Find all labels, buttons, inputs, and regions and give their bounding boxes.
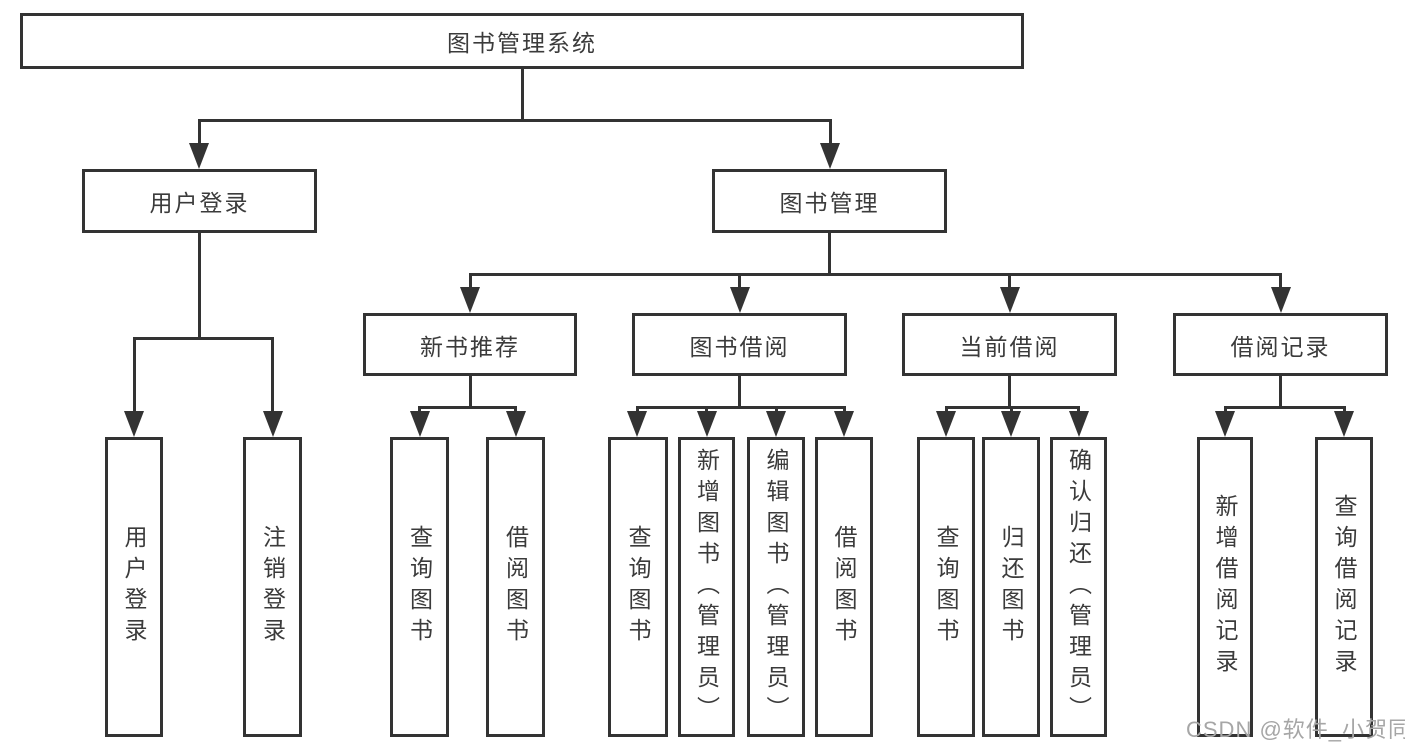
arrow-down-user-login-icon: [189, 143, 209, 169]
leaf-label: 查询图书: [406, 525, 433, 649]
leaf-label: 编辑图书（管理员）: [763, 447, 789, 727]
leaf-label: 查询图书: [933, 525, 959, 649]
leaf-label: 借阅图书: [831, 525, 857, 649]
leaf-label: 注销登录: [259, 525, 286, 649]
node-book-borrowing: 图书借阅: [632, 313, 847, 376]
node-label: 新书推荐: [420, 333, 520, 360]
node-current-borrowing: 当前借阅: [902, 313, 1117, 376]
stem-borrowing-records: [1279, 273, 1282, 289]
arrow-down-leaf-add-books-admin-icon: [696, 411, 717, 437]
arrow-down-leaf-logout-icon: [262, 411, 283, 437]
leaf-confirm-return-admin: 确认归还（管理员）: [1050, 437, 1107, 737]
arrow-down-leaf-query-books-borrowing-icon: [627, 411, 647, 437]
leaf-add-books-admin: 新增图书（管理员）: [678, 437, 735, 737]
leaf-borrow-books-recommend: 借阅图书: [486, 437, 545, 737]
arrow-down-leaf-user-login-icon: [124, 411, 144, 437]
user-login-stub-line: [198, 233, 201, 340]
leaf-user-login: 用户登录: [105, 437, 163, 737]
leaf-label: 新增图书（管理员）: [693, 447, 720, 727]
borrowing-records-bar-line: [1223, 406, 1346, 409]
arrow-down-current-borrowing-icon: [999, 287, 1020, 313]
stem-leaf-query-borrow-record: [1342, 406, 1346, 414]
node-label: 借阅记录: [1230, 333, 1331, 360]
arrow-down-leaf-add-borrow-record-icon: [1215, 411, 1235, 437]
leaf-query-books-borrowing: 查询图书: [608, 437, 668, 737]
leaf-return-books: 归还图书: [982, 437, 1040, 737]
stem-current-borrowing: [1008, 273, 1011, 289]
arrow-down-book-borrowing-icon: [729, 287, 750, 313]
stem-leaf-return-books: [1009, 406, 1013, 414]
arrow-down-leaf-query-books-current-icon: [936, 411, 956, 437]
leaf-label: 用户登录: [121, 525, 147, 649]
new-book-recommend-bar-line: [418, 406, 517, 409]
stem-leaf-confirm-return-admin: [1077, 406, 1080, 414]
leaf-query-borrow-record: 查询借阅记录: [1315, 437, 1373, 737]
stem-leaf-query-books-borrowing: [635, 406, 639, 414]
node-borrowing-records: 借阅记录: [1173, 313, 1388, 376]
stem-new-book-recommend: [468, 273, 472, 289]
level1-bar-line: [197, 119, 832, 122]
arrow-down-borrowing-records-icon: [1270, 287, 1291, 313]
leaf-logout: 注销登录: [243, 437, 302, 737]
user-login-bar-line: [132, 337, 274, 340]
stem-leaf-query-books-recommend: [418, 406, 421, 414]
leaf-label: 确认归还（管理员）: [1065, 447, 1092, 727]
current-borrowing-stub-line: [1008, 376, 1011, 409]
node-library-management-system: 图书管理系统: [20, 13, 1024, 69]
stem-book-management: [828, 119, 832, 145]
leaf-label: 新增借阅记录: [1212, 494, 1238, 680]
root-stub-line: [520, 69, 524, 122]
arrow-down-leaf-return-books-icon: [1001, 411, 1021, 437]
new-book-recommend-stub-line: [468, 376, 472, 409]
arrow-down-leaf-edit-books-admin-icon: [766, 411, 786, 437]
node-label: 用户登录: [149, 190, 250, 216]
stem-user-login: [197, 119, 201, 145]
stem-leaf-user-login: [132, 337, 136, 413]
leaf-borrow-books: 借阅图书: [815, 437, 873, 737]
node-new-book-recommend: 新书推荐: [363, 313, 577, 376]
leaf-label: 归还图书: [998, 525, 1024, 649]
book-management-stub-line: [828, 233, 831, 276]
stem-book-borrowing: [738, 273, 741, 289]
node-label: 图书管理系统: [447, 30, 597, 56]
borrowing-records-stub-line: [1279, 376, 1282, 409]
stem-leaf-edit-books-admin: [774, 406, 778, 414]
node-label: 图书借阅: [689, 333, 790, 360]
arrow-down-leaf-borrow-books-icon: [834, 411, 854, 437]
book-borrowing-stub-line: [738, 376, 741, 409]
leaf-edit-books-admin: 编辑图书（管理员）: [747, 437, 805, 737]
level3-bar-line: [468, 273, 1282, 276]
stem-leaf-add-borrow-record: [1223, 406, 1227, 414]
leaf-label: 查询借阅记录: [1331, 494, 1357, 680]
leaf-add-borrow-record: 新增借阅记录: [1197, 437, 1253, 737]
arrow-down-leaf-borrow-books-recommend-icon: [505, 411, 526, 437]
arrow-down-leaf-query-books-recommend-icon: [409, 411, 430, 437]
leaf-label: 借阅图书: [502, 525, 529, 649]
arrow-down-leaf-confirm-return-admin-icon: [1068, 411, 1089, 437]
stem-leaf-query-books-current: [944, 406, 948, 414]
csdn-watermark: CSDN @软件_小贺同学: [1186, 717, 1405, 742]
leaf-label: 查询图书: [625, 525, 651, 649]
leaf-query-books-current: 查询图书: [917, 437, 975, 737]
stem-leaf-logout: [271, 337, 274, 413]
arrow-down-leaf-query-borrow-record-icon: [1334, 411, 1354, 437]
node-user-login: 用户登录: [82, 169, 317, 233]
stem-leaf-add-books-admin: [705, 406, 708, 414]
arrow-down-book-management-icon: [820, 143, 840, 169]
node-book-management: 图书管理: [712, 169, 947, 233]
node-label: 图书管理: [779, 190, 880, 216]
leaf-query-books-recommend: 查询图书: [390, 437, 449, 737]
arrow-down-new-book-recommend-icon: [460, 287, 480, 313]
node-label: 当前借阅: [959, 333, 1060, 360]
stem-leaf-borrow-books: [842, 406, 846, 414]
book-borrowing-bar-line: [635, 406, 846, 409]
stem-leaf-borrow-books-recommend: [514, 406, 517, 414]
